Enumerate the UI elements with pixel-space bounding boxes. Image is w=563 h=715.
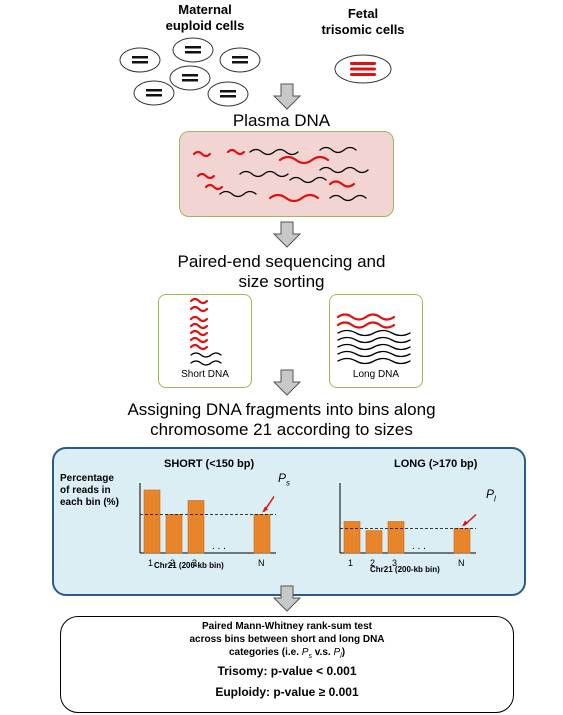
bar-bin-N xyxy=(253,514,271,554)
plasma-dna-box xyxy=(179,131,394,217)
down-arrow-icon xyxy=(272,585,302,612)
maternal-cell xyxy=(119,37,261,107)
tick-label-N: N xyxy=(458,558,465,568)
short-bin-chart: 1 2 3 N . . . xyxy=(139,483,276,568)
test-line1: Paired Mann-Whitney rank-sum test xyxy=(201,621,373,632)
euploidy-result: Euploidy: p-value ≥ 0.001 xyxy=(215,685,359,699)
statistical-test-box: Paired Mann-Whitney rank-sum test across… xyxy=(60,616,514,713)
long-chart-title: LONG (>170 bp) xyxy=(394,458,478,470)
down-arrow-icon xyxy=(272,369,302,396)
ellipsis: . . . xyxy=(212,541,226,552)
tick-label-2: 2 xyxy=(370,558,375,568)
bar-bin-1 xyxy=(143,489,161,554)
bar-bin-N xyxy=(453,528,471,554)
binning-title-line1: Assigning DNA fragments into bins along xyxy=(127,400,436,419)
bar-bin-2 xyxy=(365,530,383,554)
trisomy-result: Trisomy: p-value < 0.001 xyxy=(217,664,357,678)
pointer-arrowhead xyxy=(262,506,268,513)
tick-label-3: 3 xyxy=(192,558,197,568)
short-marker-label: Ps xyxy=(278,471,291,488)
y-axis-label: Percentage of reads in each bin (%) xyxy=(60,473,119,508)
bar-bin-2 xyxy=(165,514,183,554)
test-line2: across bins between short and long DNA xyxy=(189,634,385,645)
tick-label-3: 3 xyxy=(392,558,397,568)
tick-label-1: 1 xyxy=(348,558,353,568)
bar-bin-3 xyxy=(387,521,405,554)
test-line3: categories (i.e. Ps v.s. Pl) xyxy=(228,647,346,660)
maternal-cells-label: Maternal euploid cells xyxy=(165,2,245,33)
short-dna-box: Short DNA xyxy=(158,294,252,388)
long-chart-xlabel: Chr21 (200-kb bin) xyxy=(370,565,440,574)
sequencing-title-line2: size sorting xyxy=(238,272,325,291)
long-marker-label: Pl xyxy=(486,487,496,504)
sequencing-title-line1: Paired-end sequencing and xyxy=(177,252,386,271)
pointer-arrowhead xyxy=(462,520,468,527)
bar-bin-1 xyxy=(343,521,361,554)
down-arrow-icon xyxy=(272,221,302,248)
fetal-cell-illustration xyxy=(334,54,392,84)
long-dna-label: Long DNA xyxy=(352,369,400,380)
bar-bin-3 xyxy=(187,500,205,554)
tick-label-1: 1 xyxy=(148,558,153,568)
chromosome-marks xyxy=(132,46,248,98)
plasma-dna-title: Plasma DNA xyxy=(232,111,331,130)
short-chart-title: SHORT (<150 bp) xyxy=(164,458,255,470)
tick-label-2: 2 xyxy=(170,558,175,568)
short-dna-label: Short DNA xyxy=(181,369,229,380)
ellipsis: . . . xyxy=(412,541,426,552)
maternal-cells-illustration xyxy=(119,37,261,107)
long-fragments xyxy=(336,313,411,365)
bin-comparison-panel: Percentage of reads in each bin (%) SHOR… xyxy=(52,447,526,596)
fetal-cells-label: Fetal trisomic cells xyxy=(321,6,405,37)
short-chart-xlabel: Chr21 (200-kb bin) xyxy=(154,561,224,570)
long-dna-box: Long DNA xyxy=(329,294,423,388)
long-bin-chart: 1 2 3 N . . . xyxy=(339,483,477,568)
down-arrow-icon xyxy=(272,83,302,110)
binning-title-line2: chromosome 21 according to sizes xyxy=(150,420,413,439)
plasma-fragments xyxy=(192,146,369,203)
tick-label-N: N xyxy=(258,558,265,568)
short-fragments xyxy=(189,297,222,366)
